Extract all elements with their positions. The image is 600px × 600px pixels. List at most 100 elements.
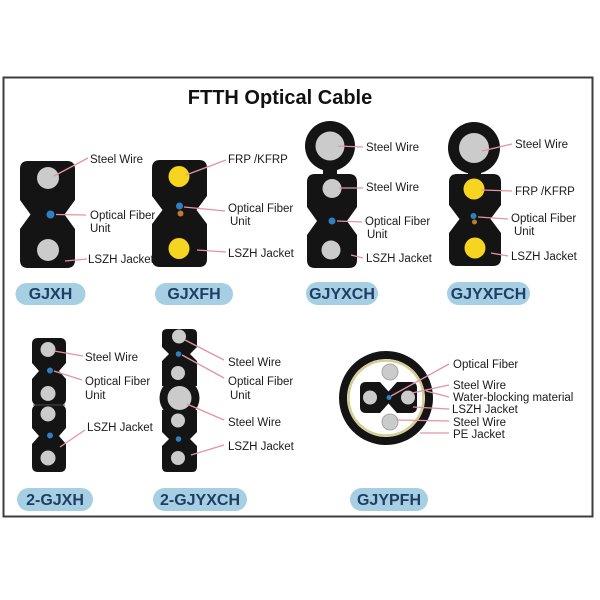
leader-line bbox=[53, 350, 84, 357]
gjypfh-optical-fiber bbox=[386, 395, 392, 400]
leader-line bbox=[480, 189, 513, 192]
gjxfh-fiber-orange-dot bbox=[177, 210, 184, 217]
cable-gjxh: Steel Wire Optical Fiber Unit LSZH Jacke… bbox=[15, 154, 155, 305]
cable-gjyxfch: Steel Wire FRP /KFRP Optical Fiber Unit … bbox=[447, 122, 578, 305]
2gjxh-unit-label: Unit bbox=[85, 390, 106, 402]
gjypfh-water-blocking-label: Water-blocking material bbox=[453, 392, 573, 404]
gjyxfch-frp-label: FRP /KFRP bbox=[515, 186, 575, 198]
gjypfh-steel-wire-top bbox=[381, 363, 399, 381]
2gjyxch-steel-wire-4 bbox=[171, 451, 185, 465]
gjyxch-badge bbox=[306, 282, 378, 305]
gjyxfch-steel-wire-label: Steel Wire bbox=[515, 139, 568, 151]
leader-line bbox=[425, 390, 450, 398]
gjyxfch-unit-label: Unit bbox=[514, 226, 535, 238]
gjypfh-steel-wire-top-label: Steel Wire bbox=[453, 380, 506, 392]
gjxh-lszh-label: LSZH Jacket bbox=[88, 254, 155, 266]
2gjxh-steel-wire-3 bbox=[40, 406, 56, 422]
2gjxh-steel-wire-2 bbox=[40, 386, 56, 401]
gjxfh-lszh-label: LSZH Jacket bbox=[228, 248, 295, 260]
leader-line bbox=[184, 339, 225, 361]
gjxfh-frp-bottom bbox=[168, 238, 190, 259]
2gjyxch-badge-label: 2-GJYXCH bbox=[160, 492, 240, 509]
leader-line bbox=[481, 143, 513, 152]
2gjyxch-lszh-label: LSZH Jacket bbox=[228, 441, 295, 453]
leader-line bbox=[186, 403, 225, 421]
2gjxh-steel-wire-1 bbox=[40, 342, 56, 357]
leader-line bbox=[183, 206, 226, 212]
gjxfh-optical-fiber-unit bbox=[176, 202, 183, 210]
2gjxh-badge bbox=[17, 488, 93, 511]
gjxh-badge bbox=[15, 283, 86, 305]
leader-line bbox=[411, 384, 450, 394]
gjyxfch-badge-label: GJYXFCH bbox=[451, 286, 527, 303]
gjyxfch-lszh-label: LSZH Jacket bbox=[511, 251, 578, 263]
gjxh-optical-fiber-label: Optical Fiber bbox=[90, 210, 155, 222]
gjxfh-badge-label: GJXFH bbox=[167, 286, 220, 303]
leader-line bbox=[350, 254, 364, 259]
gjxfh-unit-label: Unit bbox=[230, 216, 251, 228]
leader-line bbox=[395, 419, 450, 422]
gjyxch-optical-fiber-label: Optical Fiber bbox=[365, 216, 430, 228]
gjxfh-optical-fiber-label: Optical Fiber bbox=[228, 203, 293, 215]
2gjyxch-steel-wire-mid-label: Steel Wire bbox=[228, 417, 281, 429]
2gjxh-optical-fiber-label: Optical Fiber bbox=[85, 376, 150, 388]
gjyxfch-optical-fiber-unit bbox=[470, 213, 477, 219]
gjyxfch-badge bbox=[447, 282, 530, 305]
2gjyxch-steel-wire-2 bbox=[171, 366, 185, 380]
2gjyxch-steel-wire-1 bbox=[172, 329, 186, 344]
cable-2-gjyxch: Steel Wire Optical Fiber Unit Steel Wire… bbox=[153, 329, 295, 511]
gjypfh-badge-label: GJYPFH bbox=[357, 492, 421, 509]
2gjxh-optical-fiber-unit-2 bbox=[47, 432, 53, 439]
diagram-frame bbox=[2, 76, 594, 518]
leader-line bbox=[59, 429, 86, 448]
leader-line bbox=[55, 213, 87, 216]
leader-line bbox=[477, 216, 509, 220]
2gjyxch-unit1-body bbox=[162, 329, 197, 386]
gjypfh-steel-wire-bottom-label: Steel Wire bbox=[453, 417, 506, 429]
cable-gjyxch: Steel Wire Steel Wire Optical Fiber Unit… bbox=[305, 121, 433, 305]
gjyxch-optical-fiber-unit bbox=[328, 217, 336, 225]
leader-line bbox=[64, 258, 88, 262]
2gjyxch-unit-label: Unit bbox=[230, 390, 251, 402]
gjyxfch-frp-top bbox=[463, 178, 485, 200]
gjxfh-frp-top bbox=[168, 166, 190, 187]
gjyxch-lszh-label: LSZH Jacket bbox=[366, 253, 433, 265]
leader-line bbox=[337, 145, 364, 148]
gjxfh-frp-label: FRP /KFRP bbox=[228, 154, 288, 166]
gjxh-steel-wire-label: Steel Wire bbox=[90, 154, 143, 166]
gjyxch-badge-label: GJYXCH bbox=[309, 286, 375, 303]
gjxh-steel-wire-top bbox=[37, 167, 59, 189]
gjypfh-steel-wire-left bbox=[363, 390, 377, 405]
leader-line bbox=[190, 444, 225, 456]
gjyxfch-frp-bottom bbox=[464, 237, 486, 259]
2gjxh-steel-wire-label: Steel Wire bbox=[85, 352, 138, 364]
gjypfh-water-blocking-ring bbox=[347, 359, 425, 437]
gjxfh-badge bbox=[155, 283, 233, 305]
gjyxch-steel-wire-top bbox=[322, 179, 342, 198]
gjyxfch-messenger-steel-wire bbox=[459, 133, 489, 163]
leader-line bbox=[185, 159, 227, 176]
2gjyxch-steel-wire-3 bbox=[171, 413, 185, 428]
2gjxh-badge-label: 2-GJXH bbox=[26, 492, 84, 509]
leader-line bbox=[336, 220, 363, 223]
cable-2-gjxh: Steel Wire Optical Fiber Unit LSZH Jacke… bbox=[17, 338, 154, 511]
2gjxh-steel-wire-4 bbox=[40, 450, 56, 466]
leader-line bbox=[390, 363, 450, 397]
gjxh-badge-label: GJXH bbox=[29, 286, 73, 303]
2gjyxch-optical-fiber-unit-1 bbox=[175, 351, 182, 357]
gjypfh-badge bbox=[350, 488, 428, 511]
gjyxch-unit-label: Unit bbox=[367, 229, 388, 241]
gjyxfch-optical-fiber-label: Optical Fiber bbox=[511, 213, 576, 225]
gjypfh-steel-wire-bottom bbox=[381, 413, 399, 431]
cable-gjypfh: Optical Fiber Steel Wire Water-blocking … bbox=[339, 351, 573, 511]
2gjxh-unit2-body bbox=[32, 405, 66, 472]
2gjyxch-messenger-steel-wire bbox=[167, 386, 192, 410]
cable-gjxfh: FRP /KFRP Optical Fiber Unit LSZH Jacket… bbox=[152, 154, 295, 305]
2gjyxch-optical-fiber-unit-2 bbox=[175, 436, 182, 442]
gjypfh-pe-jacket-label: PE Jacket bbox=[453, 429, 506, 441]
gjyxch-steel-wire-bottom bbox=[321, 240, 341, 260]
gjyxch-steel-wire-label: Steel Wire bbox=[366, 182, 419, 194]
gjypfh-steel-wire-right bbox=[401, 390, 415, 405]
page-title: FTTH Optical Cable bbox=[188, 87, 372, 109]
